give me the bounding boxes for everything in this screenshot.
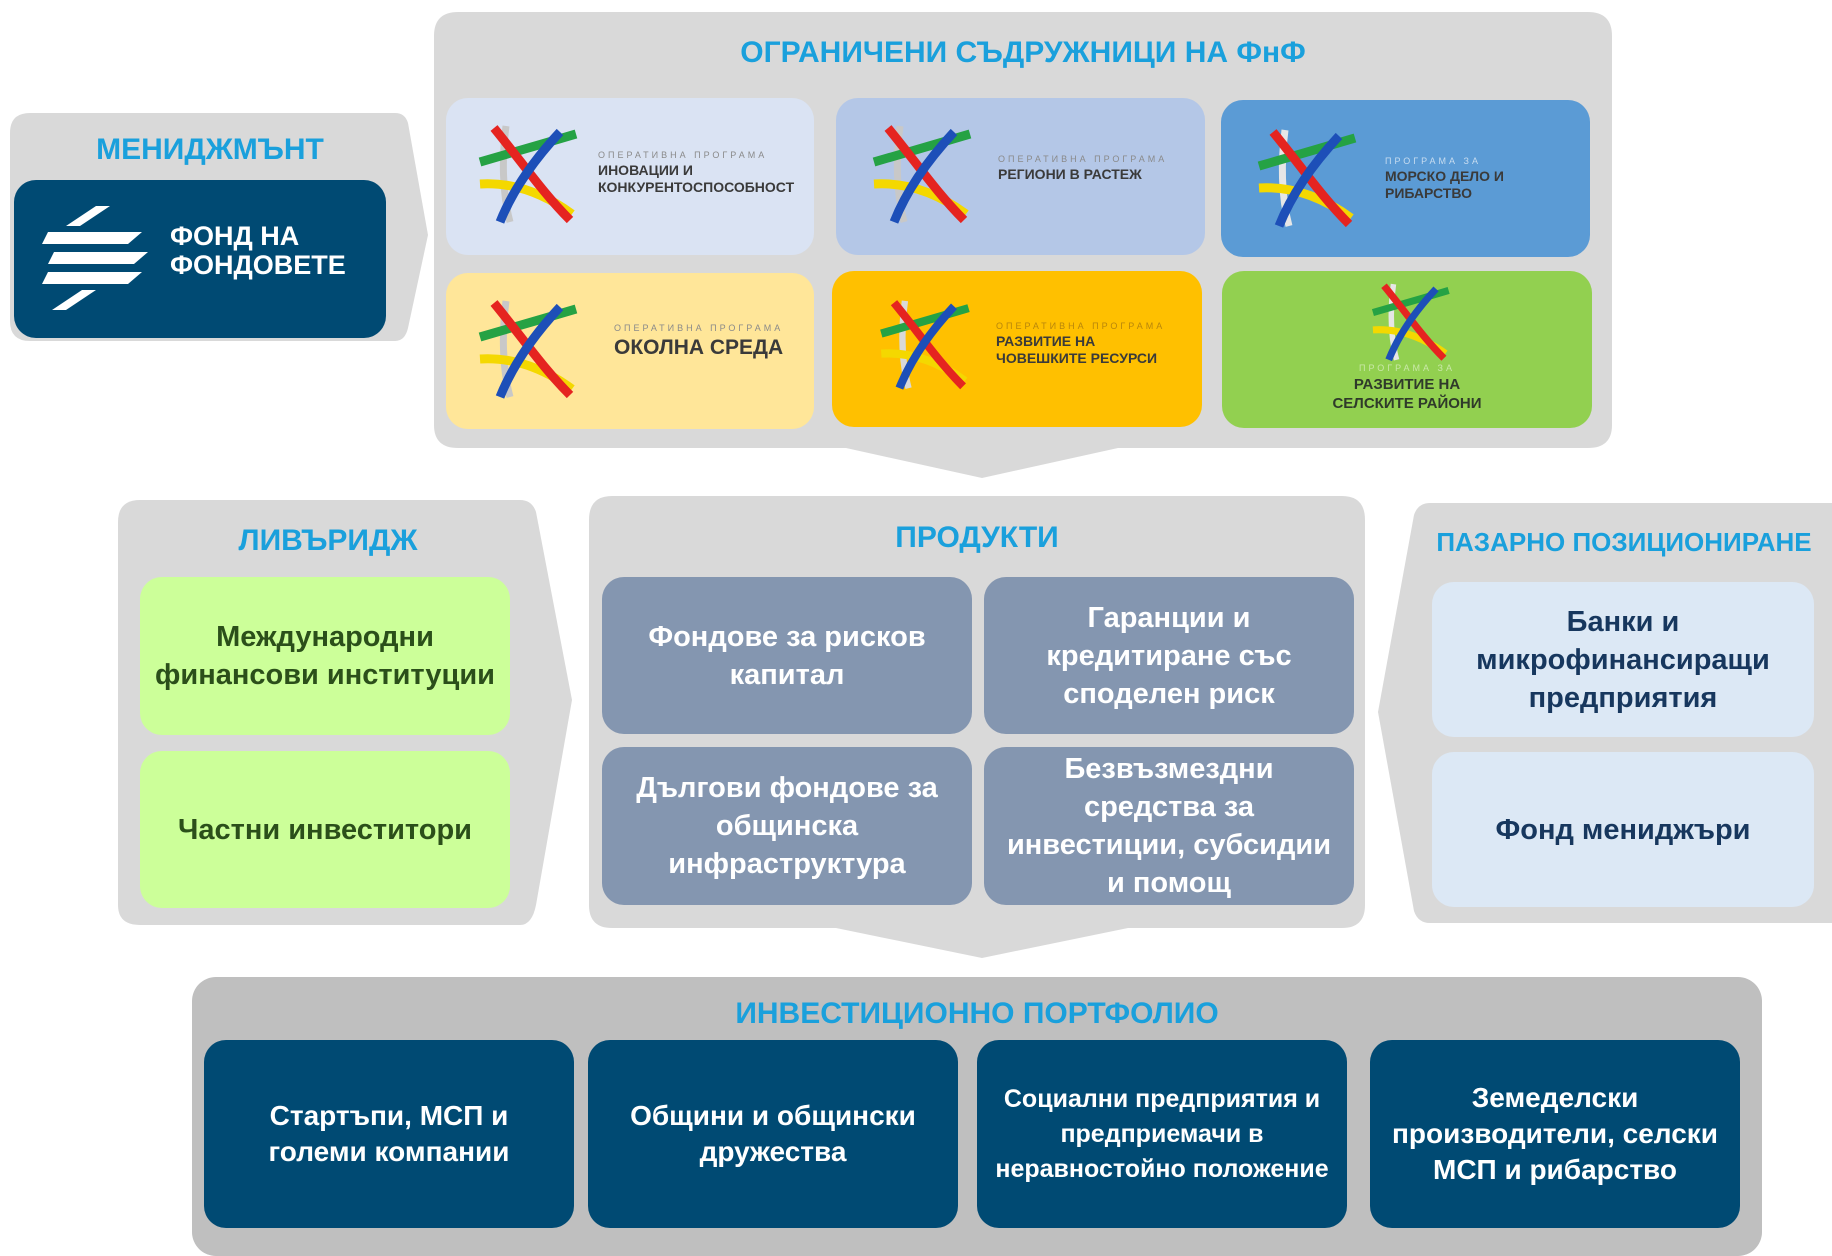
programme-emblem-icon xyxy=(1257,129,1357,228)
program-name-1: ОКОЛНА СРЕДА xyxy=(614,336,784,359)
program-name-2: КОНКУРЕНТОСПОСОБНОСТ xyxy=(598,179,795,195)
program-sub: ОПЕРАТИВНА ПРОГРАМА xyxy=(614,323,784,333)
programme-emblem-icon xyxy=(872,125,972,224)
program-name-2: СЕЛСКИТЕ РАЙОНИ xyxy=(1332,395,1482,412)
programme-emblem-icon xyxy=(478,300,578,399)
partners-title: ОГРАНИЧЕНИ СЪДРУЖНИЦИ НА ФнФ xyxy=(740,36,1306,69)
program-name-1: РАЗВИТИЕ НА xyxy=(996,333,1096,349)
program-name-1: МОРСКО ДЕЛО И xyxy=(1385,168,1504,184)
portfolio-box-municipalities: Общини и общински дружества xyxy=(588,1040,958,1228)
programme-emblem-icon xyxy=(1371,283,1450,362)
product-box-grants: Безвъзмездни средства за инвестиции, суб… xyxy=(984,747,1354,905)
products-title: ПРОДУКТИ xyxy=(895,521,1059,554)
program-name-1: ИНОВАЦИИ И xyxy=(598,162,693,178)
portfolio-box-startups: Стартъпи, МСП и големи компании xyxy=(204,1040,574,1228)
program-tile-fisheries: ПРОГРАМА ЗА МОРСКО ДЕЛО И РИБАРСТВО xyxy=(1221,100,1590,257)
program-sub: ПРОГРАМА ЗА xyxy=(1385,156,1481,166)
program-tile-innovation: ОПЕРАТИВНА ПРОГРАМА ИНОВАЦИИ И КОНКУРЕНТ… xyxy=(446,98,814,255)
product-box-guarantees: Гаранции и кредитиране със споделен риск xyxy=(984,577,1354,734)
programme-emblem-icon xyxy=(478,125,578,224)
program-sub: ОПЕРАТИВНА ПРОГРАМА xyxy=(996,321,1166,331)
program-tile-bg xyxy=(446,98,814,255)
program-name-2: ЧОВЕШКИТЕ РЕСУРСИ xyxy=(996,350,1158,366)
logo-line-2: ФОНДОВЕТЕ xyxy=(170,250,346,280)
leverage-title: ЛИВЪРИДЖ xyxy=(238,524,418,557)
program-name-1: РЕГИОНИ В РАСТЕЖ xyxy=(998,166,1142,182)
program-sub: ОПЕРАТИВНА ПРОГРАМА xyxy=(598,150,768,160)
product-box-debt-funds: Дългови фондове за общинска инфраструкту… xyxy=(602,747,972,905)
portfolio-box-agriculture: Земеделски производители, селски МСП и р… xyxy=(1370,1040,1740,1228)
program-sub: ОПЕРАТИВНА ПРОГРАМА xyxy=(998,154,1168,164)
market-box-banks: Банки и микрофинансиращи предприятия xyxy=(1432,582,1814,737)
market-box-fund-managers: Фонд мениджъри xyxy=(1432,752,1814,907)
logo-line-1: ФОНД НА xyxy=(170,221,300,251)
leverage-box-ifi: Международни финансови институции xyxy=(140,577,510,735)
program-sub: ПРОГРАМА ЗА xyxy=(1359,363,1455,373)
program-tile-rural: ПРОГРАМА ЗА РАЗВИТИЕ НА СЕЛСКИТЕ РАЙОНИ xyxy=(1222,271,1592,428)
programme-emblem-icon xyxy=(880,300,970,390)
fund-of-funds-logo-icon xyxy=(42,206,148,310)
program-name-1: РАЗВИТИЕ НА xyxy=(1353,376,1461,393)
program-tile-environment: ОПЕРАТИВНА ПРОГРАМА ОКОЛНА СРЕДА xyxy=(446,273,814,429)
program-tile-regions: ОПЕРАТИВНА ПРОГРАМА РЕГИОНИ В РАСТЕЖ xyxy=(836,98,1205,255)
fund-of-funds-logo: ФОНД НА ФОНДОВЕТЕ xyxy=(14,180,386,338)
management-title: МЕНИДЖМЪНТ xyxy=(96,133,324,166)
market-title: ПАЗАРНО ПОЗИЦИОНИРАНЕ xyxy=(1436,527,1812,557)
portfolio-box-social-enterprises: Социални предприятия и предприемачи в не… xyxy=(977,1040,1347,1228)
product-box-venture-capital: Фондове за рисков капитал xyxy=(602,577,972,734)
program-tile-human-resources: ОПЕРАТИВНА ПРОГРАМА РАЗВИТИЕ НА ЧОВЕШКИТ… xyxy=(832,271,1202,427)
leverage-box-private: Частни инвеститори xyxy=(140,751,510,908)
portfolio-title: ИНВЕСТИЦИОННО ПОРТФОЛИО xyxy=(735,997,1219,1030)
program-name-2: РИБАРСТВО xyxy=(1385,185,1472,201)
